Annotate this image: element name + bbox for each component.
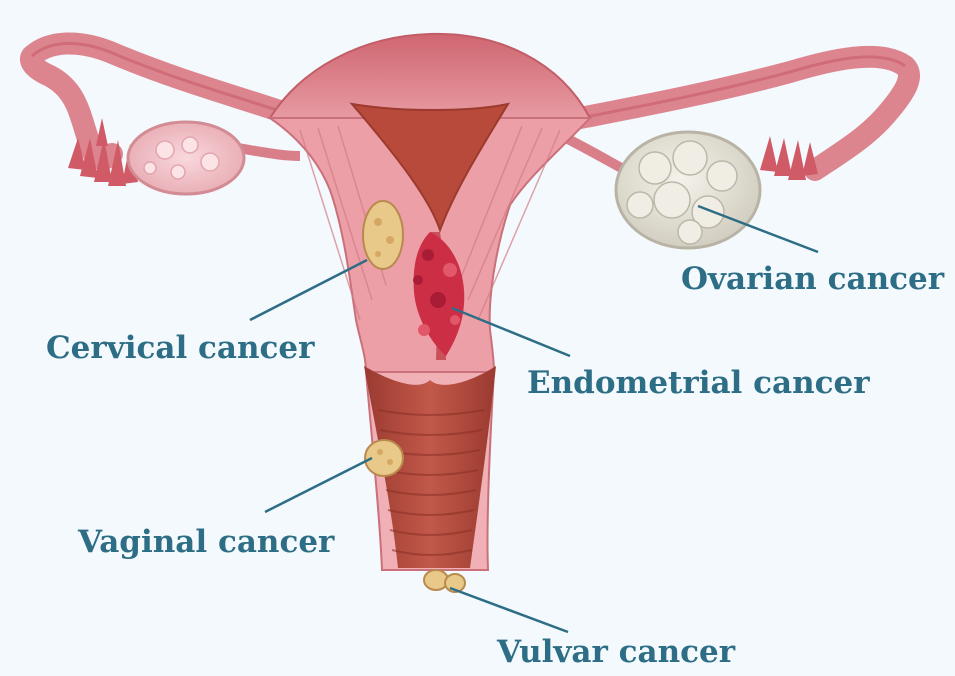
- cervical-tumor: [363, 201, 403, 269]
- cervical-cancer-label: Cervical cancer: [46, 333, 314, 364]
- vaginal-cancer-label: Vaginal cancer: [78, 527, 334, 558]
- vulvar-cancer-label: Vulvar cancer: [497, 637, 735, 668]
- vulvar-leader-line: [450, 588, 568, 632]
- left-ovary: [128, 122, 300, 194]
- vaginal-leader-line: [265, 458, 372, 512]
- endometrial-cancer-label: Endometrial cancer: [527, 368, 870, 399]
- vulvar-tumor: [424, 570, 465, 592]
- cervical-leader-line: [250, 260, 367, 320]
- right-ovary-tumor: [560, 132, 760, 248]
- ovarian-cancer-label: Ovarian cancer: [681, 264, 944, 295]
- right-fimbriae: [760, 136, 818, 180]
